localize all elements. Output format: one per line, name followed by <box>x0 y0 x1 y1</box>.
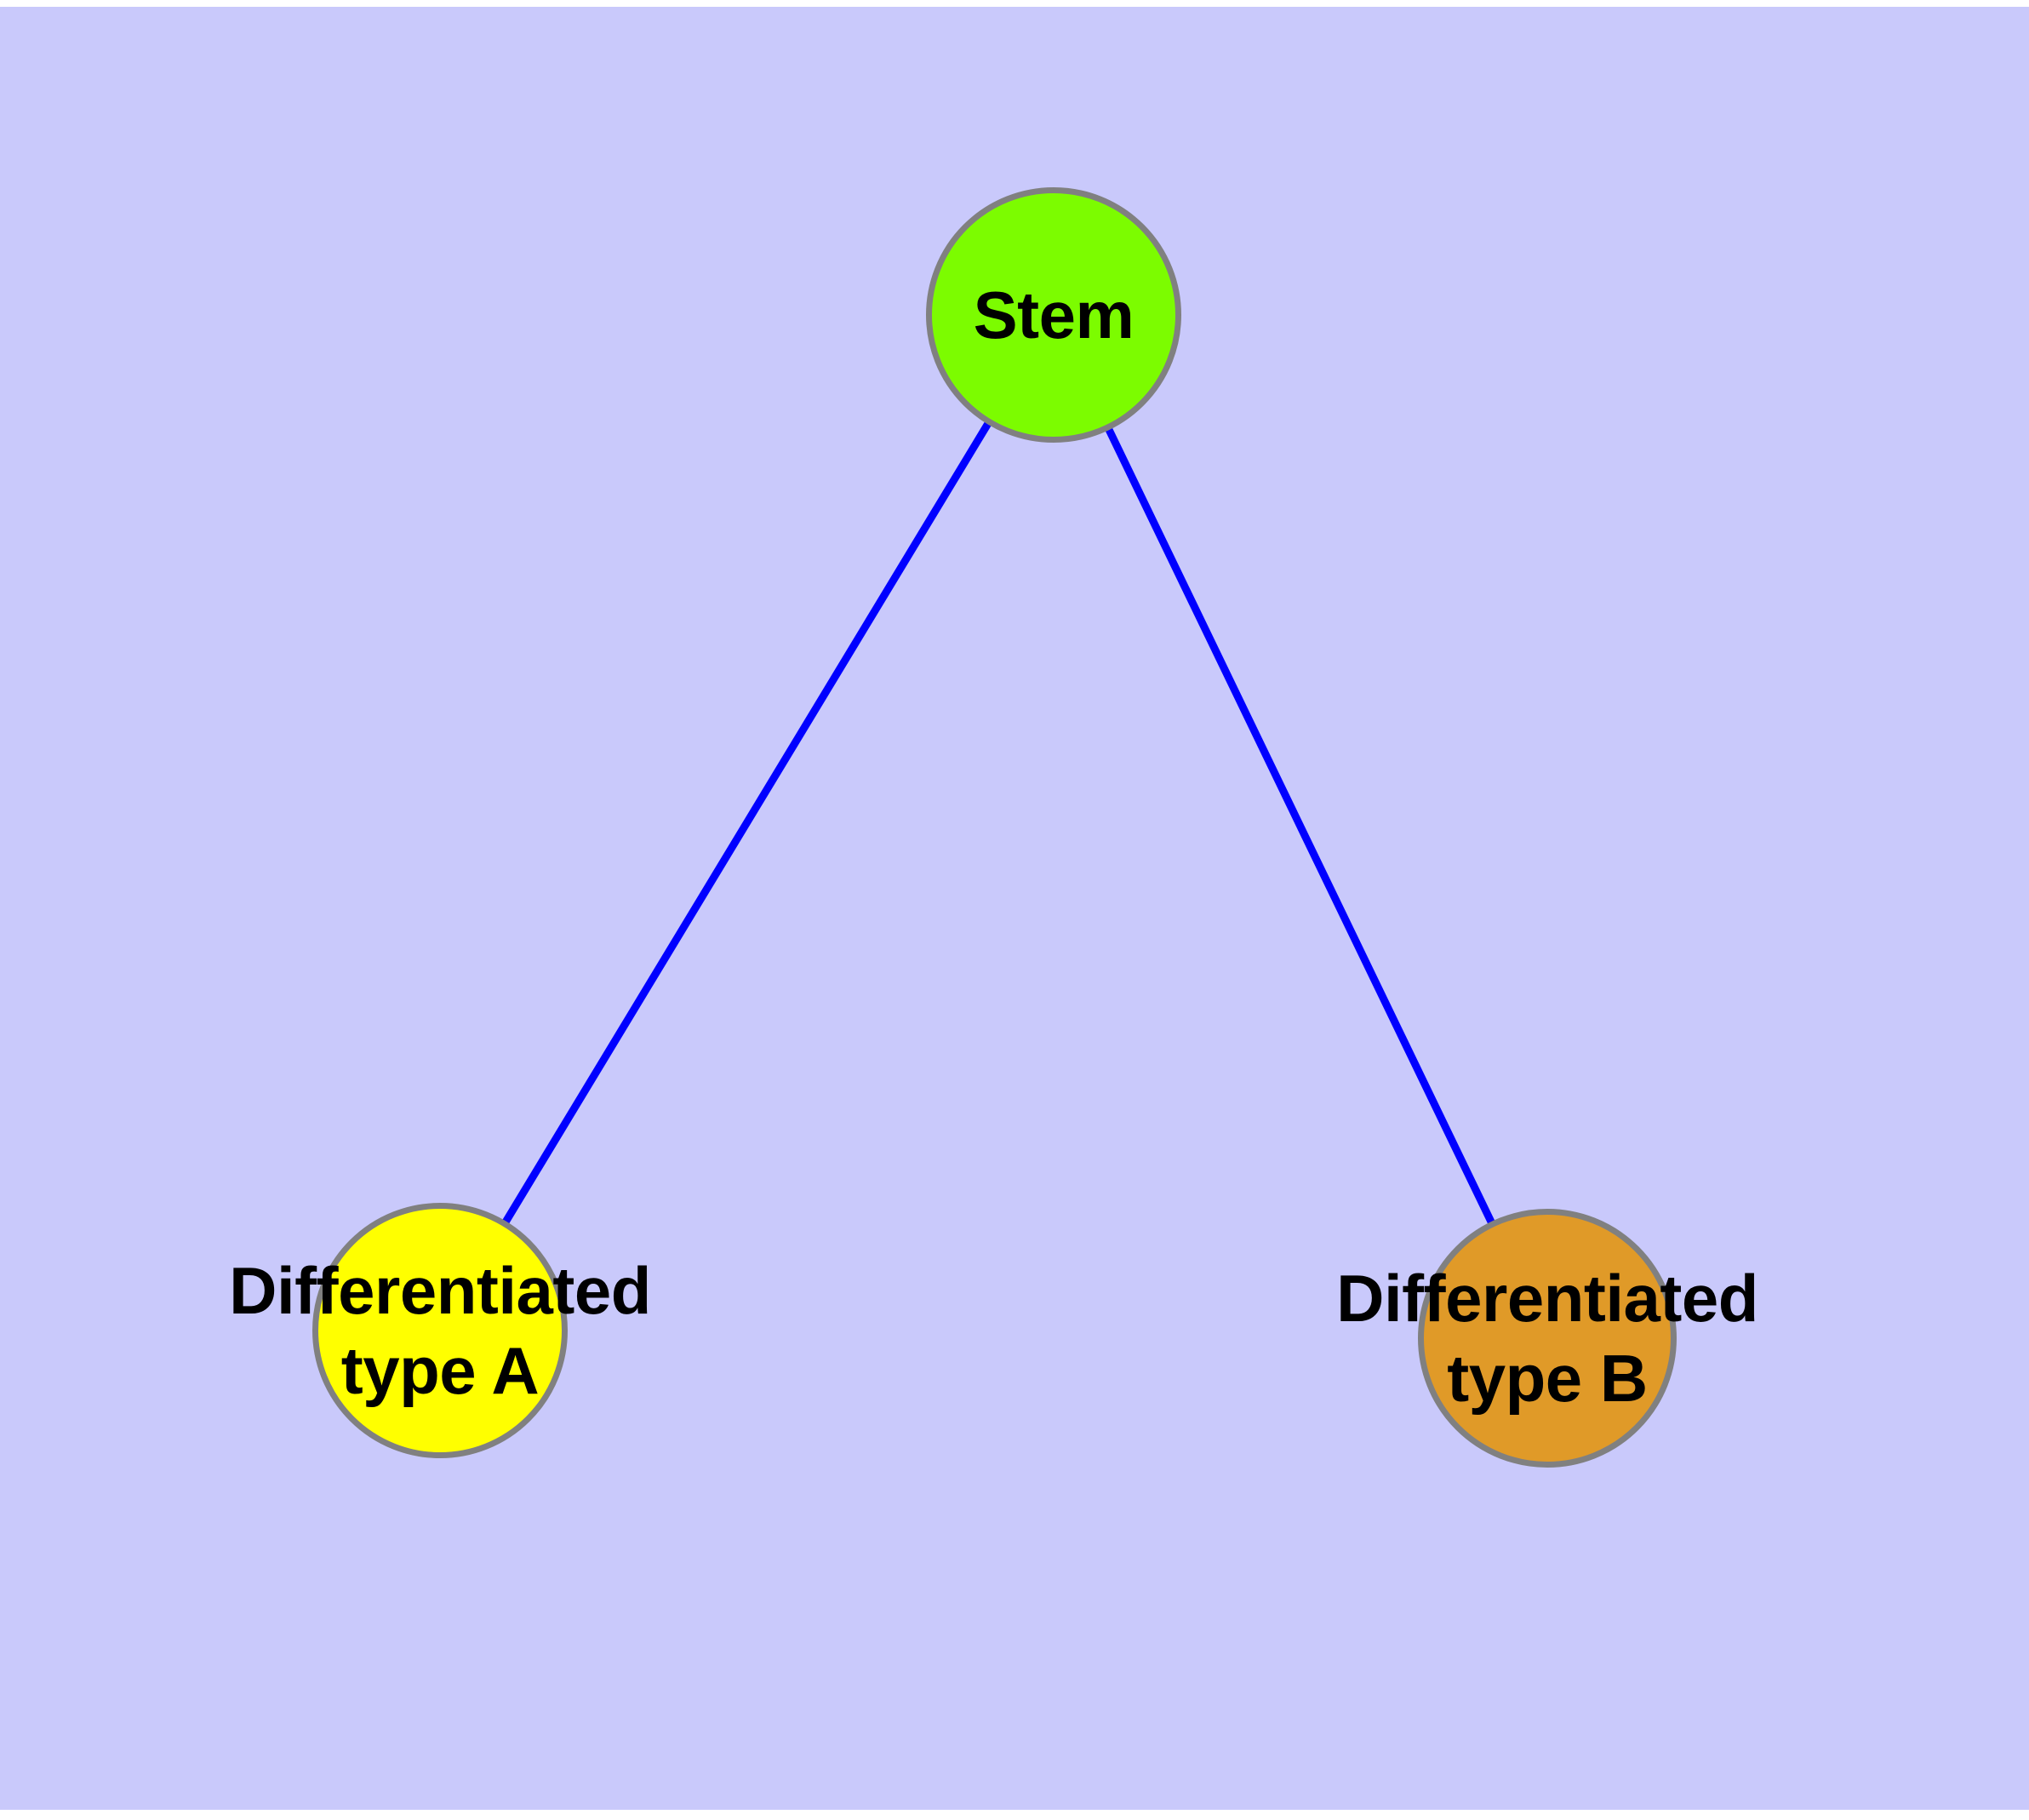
node-layer <box>312 187 1677 1468</box>
graph-edge-stem-diff_b <box>1049 313 1552 1340</box>
graph-node-diff_b[interactable] <box>1418 1209 1677 1468</box>
graph-canvas <box>312 187 1677 1468</box>
graph-edge-stem-diff_a <box>437 312 1057 1333</box>
graph-node-diff_a[interactable] <box>312 1203 568 1458</box>
graph-node-stem[interactable] <box>926 187 1181 443</box>
edge-layer <box>437 312 1552 1340</box>
